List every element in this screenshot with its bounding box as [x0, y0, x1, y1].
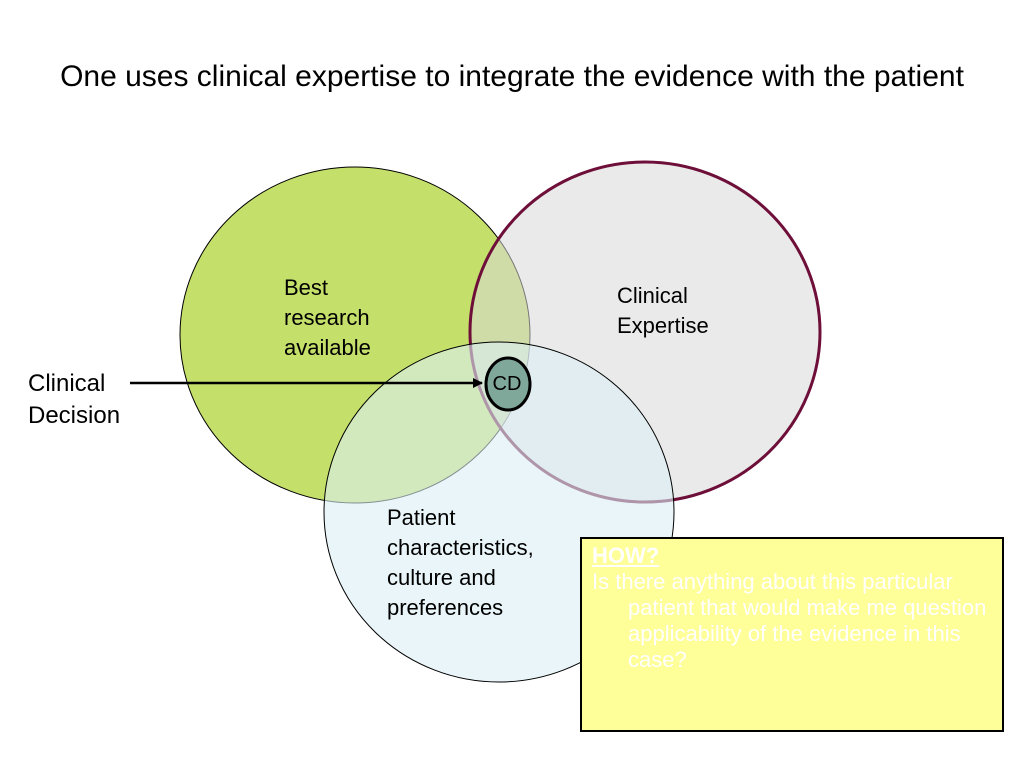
clinical-decision-line: Decision	[28, 402, 121, 429]
expertise-label-line: Expertise	[617, 313, 709, 338]
expertise-label: Clinical Expertise	[617, 281, 709, 341]
clinical-decision-line: Clinical	[28, 370, 106, 397]
research-label-line: Best	[284, 275, 329, 300]
note-heading: HOW?	[592, 543, 660, 568]
patient-label-line: preferences	[387, 595, 504, 620]
patient-label: Patient characteristics, culture and pre…	[387, 503, 534, 623]
how-note-box: HOW? Is there anything about this partic…	[580, 537, 1004, 732]
cd-marker-label: CD	[492, 373, 522, 395]
research-label-line: available	[284, 335, 371, 360]
research-label: Best research available	[284, 273, 371, 363]
slide-title: One uses clinical expertise to integrate…	[60, 60, 964, 93]
clinical-decision-label: Clinical Decision	[28, 368, 120, 432]
expertise-label-line: Clinical	[617, 283, 688, 308]
patient-label-line: Patient	[387, 505, 456, 530]
patient-label-line: characteristics,	[387, 535, 534, 560]
note-body: Is there anything about this particular …	[592, 569, 987, 672]
research-label-line: research	[284, 305, 370, 330]
cd-marker	[484, 356, 532, 412]
patient-label-line: culture and	[387, 565, 496, 590]
